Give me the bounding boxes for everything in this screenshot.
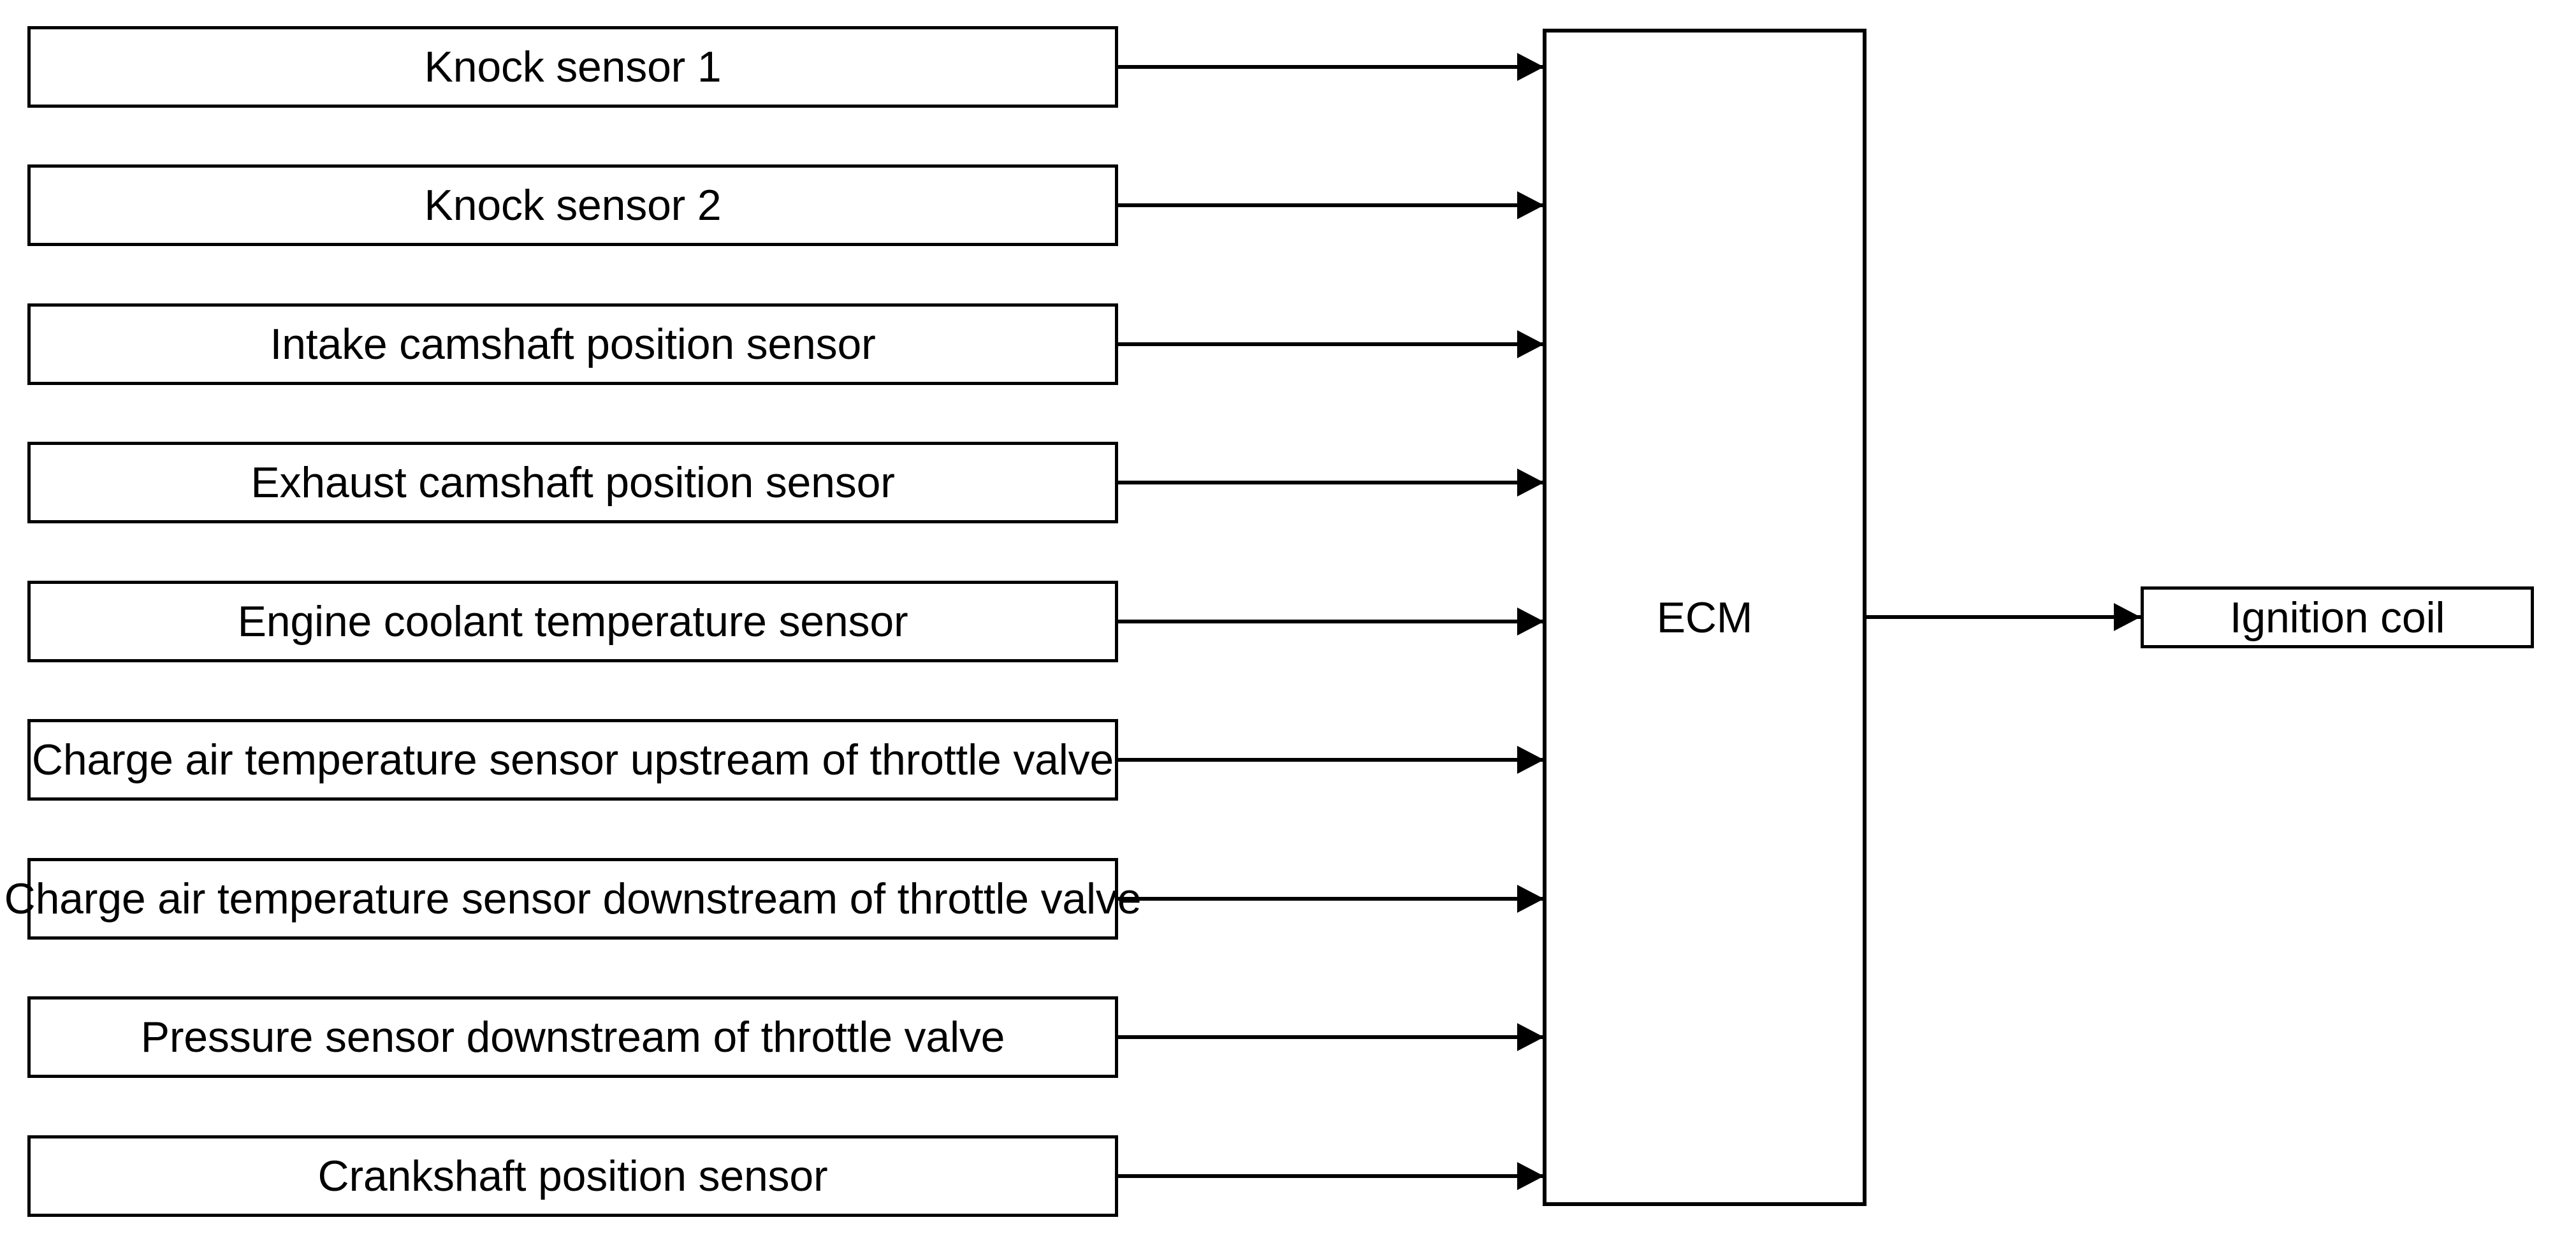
sensor-label: Engine coolant temperature sensor (237, 597, 908, 646)
sensor-box-charge-air-temperature-sensor-downstream[interactable]: Charge air temperature sensor downstream… (4, 858, 1142, 940)
edge-line-ecm-to-ignition-coil (1867, 615, 2141, 619)
edge-line-charge-air-temperature-sensor-upstream-to-ecm (1118, 758, 1544, 762)
sensor-box-intake-camshaft-position-sensor[interactable]: Intake camshaft position sensor (27, 303, 1118, 385)
sensor-box-knock-sensor-2[interactable]: Knock sensor 2 (27, 164, 1118, 246)
sensor-label: Knock sensor 1 (424, 43, 722, 91)
edge-arrowhead-ecm-to-ignition-coil (2114, 603, 2141, 631)
edge-line-pressure-sensor-downstream-to-ecm (1118, 1035, 1544, 1039)
edge-line-exhaust-camshaft-position-sensor-to-ecm (1118, 481, 1544, 484)
sensor-box-engine-coolant-temperature-sensor[interactable]: Engine coolant temperature sensor (27, 581, 1118, 662)
sensor-box-charge-air-temperature-sensor-upstream[interactable]: Charge air temperature sensor upstream o… (27, 719, 1118, 801)
sensor-label: Crankshaft position sensor (317, 1152, 828, 1200)
sensor-label: Charge air temperature sensor downstream… (4, 875, 1142, 923)
sensor-label: Pressure sensor downstream of throttle v… (140, 1013, 1005, 1061)
sensor-label: Knock sensor 2 (424, 181, 722, 229)
edge-line-knock-sensor-2-to-ecm (1118, 203, 1544, 207)
output-box-ignition-coil[interactable]: Ignition coil (2141, 586, 2534, 648)
ecm-box[interactable]: ECM (1543, 29, 1867, 1206)
edge-arrowhead-crankshaft-position-sensor-to-ecm (1517, 1162, 1544, 1190)
sensor-label: Charge air temperature sensor upstream o… (31, 736, 1114, 784)
edge-line-knock-sensor-1-to-ecm (1118, 65, 1544, 69)
edge-arrowhead-knock-sensor-2-to-ecm (1517, 191, 1544, 219)
sensor-box-crankshaft-position-sensor[interactable]: Crankshaft position sensor (27, 1135, 1118, 1217)
edge-arrowhead-knock-sensor-1-to-ecm (1517, 53, 1544, 81)
edge-line-intake-camshaft-position-sensor-to-ecm (1118, 342, 1544, 346)
edge-arrowhead-intake-camshaft-position-sensor-to-ecm (1517, 330, 1544, 358)
edge-line-charge-air-temperature-sensor-downstream-to-ecm (1118, 897, 1544, 901)
sensor-box-exhaust-camshaft-position-sensor[interactable]: Exhaust camshaft position sensor (27, 442, 1118, 523)
output-label: Ignition coil (2229, 593, 2445, 642)
edge-arrowhead-exhaust-camshaft-position-sensor-to-ecm (1517, 469, 1544, 497)
ecm-label: ECM (1656, 593, 1753, 642)
sensor-label: Intake camshaft position sensor (270, 320, 876, 368)
edge-arrowhead-pressure-sensor-downstream-to-ecm (1517, 1023, 1544, 1051)
edge-line-crankshaft-position-sensor-to-ecm (1118, 1174, 1544, 1178)
sensor-box-knock-sensor-1[interactable]: Knock sensor 1 (27, 26, 1118, 108)
sensor-box-pressure-sensor-downstream[interactable]: Pressure sensor downstream of throttle v… (27, 996, 1118, 1078)
edge-line-engine-coolant-temperature-sensor-to-ecm (1118, 620, 1544, 623)
edge-arrowhead-charge-air-temperature-sensor-downstream-to-ecm (1517, 885, 1544, 913)
edge-arrowhead-charge-air-temperature-sensor-upstream-to-ecm (1517, 746, 1544, 774)
sensor-label: Exhaust camshaft position sensor (251, 458, 895, 507)
edge-arrowhead-engine-coolant-temperature-sensor-to-ecm (1517, 607, 1544, 636)
